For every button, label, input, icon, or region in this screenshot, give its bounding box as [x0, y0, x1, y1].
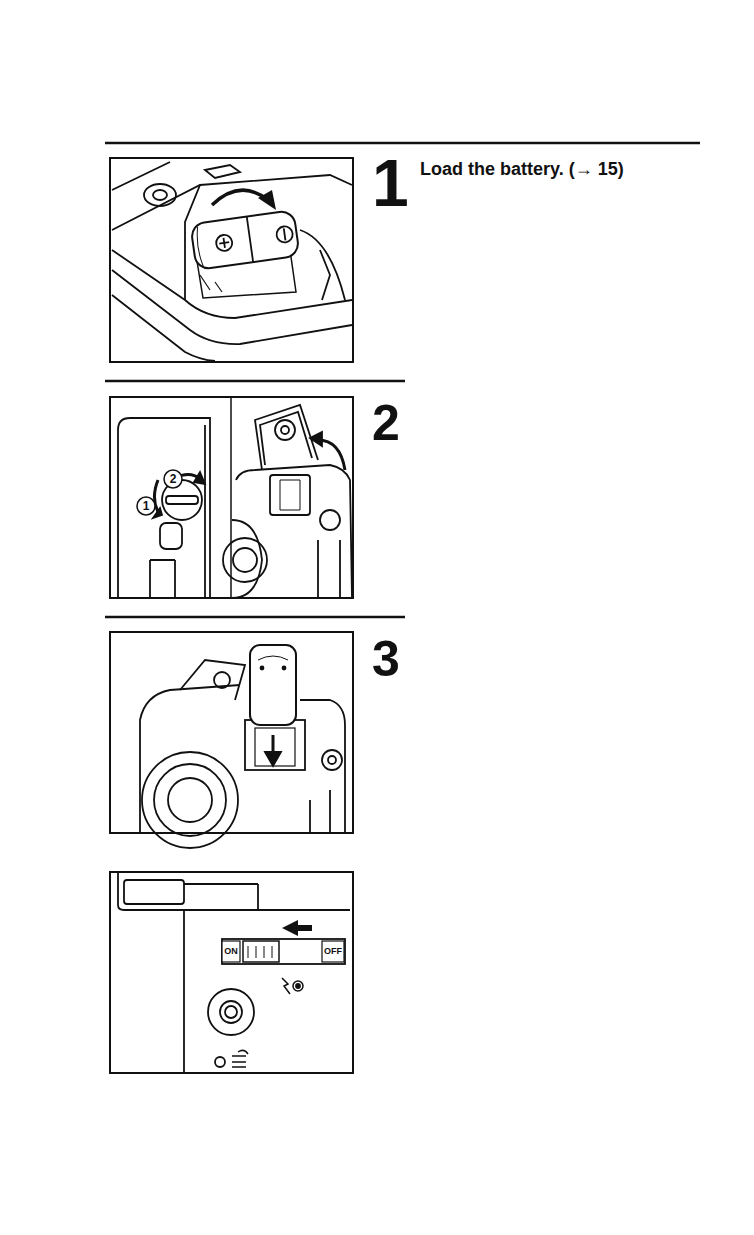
step-number: 2: [372, 398, 400, 448]
battery-insert-illustration: [140, 645, 345, 848]
panel-frame: [110, 872, 353, 1073]
step-number: 1: [372, 150, 409, 216]
step-number: 3: [372, 634, 400, 684]
panel-frame: [110, 158, 353, 362]
battery-door-illustration: [118, 405, 352, 598]
callout-number: 1: [143, 500, 150, 512]
camera-bottom-illustration: [112, 162, 352, 361]
switch-label: OFF: [324, 947, 342, 956]
panel-frame: [110, 632, 353, 833]
power-switch-illustration: [118, 872, 350, 1073]
section-rule: [105, 142, 700, 145]
step-instruction: Load the battery. (→ 15): [420, 160, 624, 178]
switch-label: ON: [224, 947, 238, 956]
section-rule: [105, 616, 405, 619]
panel-divider: [230, 397, 232, 598]
section-rule: [105, 380, 405, 383]
panel-frame: [110, 397, 353, 598]
callout-number: 2: [170, 473, 177, 485]
